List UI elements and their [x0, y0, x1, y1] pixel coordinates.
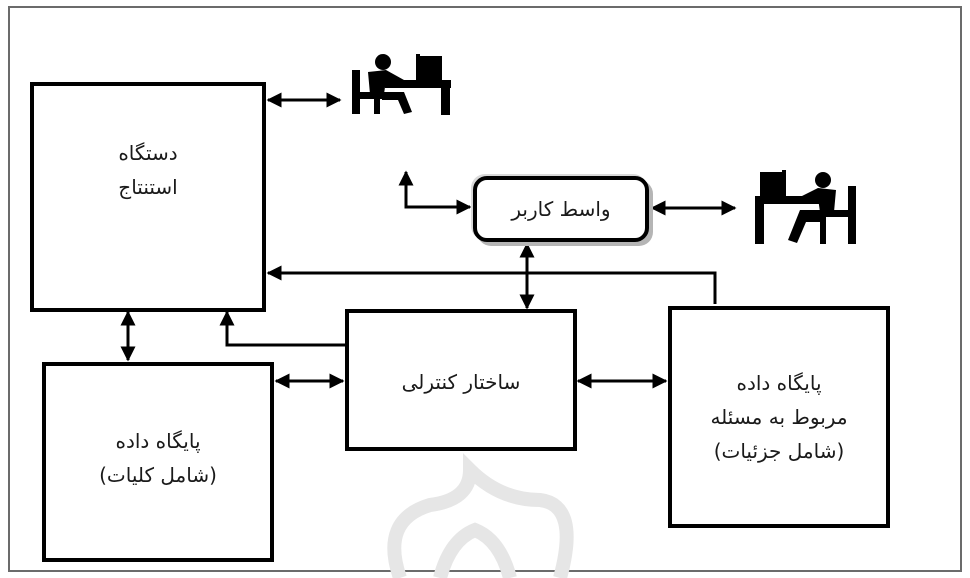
problem-database-label-line-3: (شامل جزئیات): [713, 439, 845, 463]
general-database-box: پایگاه داده (شامل کلیات): [42, 362, 274, 562]
general-database-label-line-2: (شامل کلیات): [99, 463, 217, 487]
user-interface-label: واسط کاربر: [511, 197, 611, 221]
problem-database-label-line-2: مربوط به مسئله: [710, 405, 848, 429]
general-database-label-line-1: پایگاه داده: [115, 429, 201, 453]
control-structure-box: ساختار کنترلی: [345, 309, 577, 451]
problem-database-label-line-1: پایگاه داده: [736, 371, 822, 395]
control-structure-label: ساختار کنترلی: [401, 370, 521, 394]
inference-engine-label-line-1: دستگاه: [118, 141, 178, 165]
inference-engine-label-line-2: استنتاج: [118, 175, 178, 199]
inference-engine-box: دستگاه استنتاج: [30, 82, 266, 312]
problem-database-box: پایگاه داده مربوط به مسئله (شامل جزئیات): [668, 306, 890, 528]
user-interface-box: واسط کاربر: [473, 176, 649, 242]
